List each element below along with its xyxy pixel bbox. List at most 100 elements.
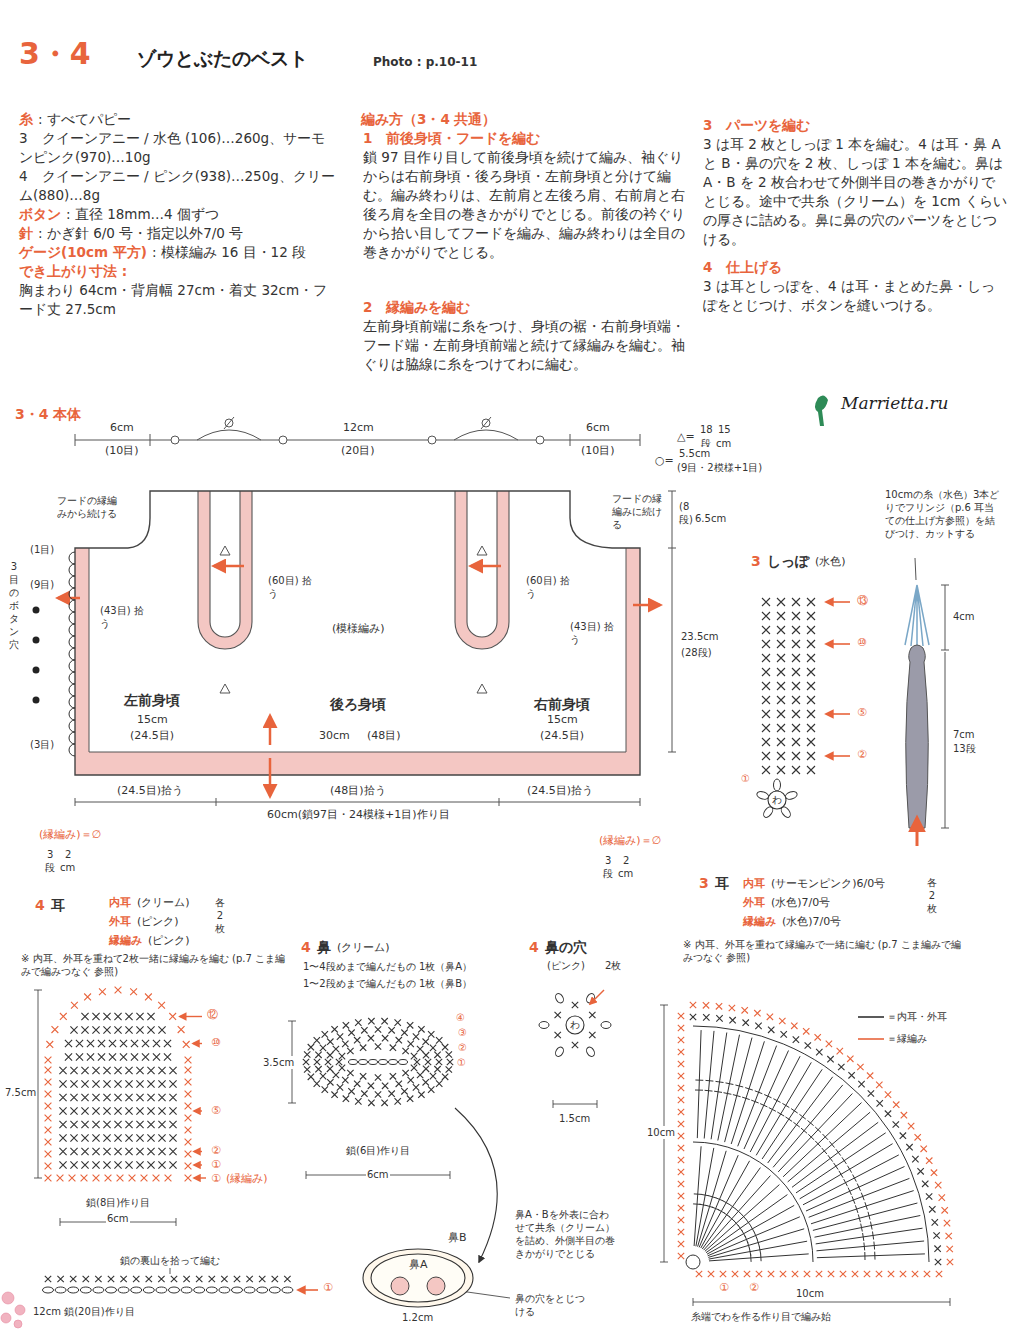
- chart-symbol: [59, 1121, 66, 1128]
- chart-symbol: [327, 1079, 333, 1085]
- chart-symbol: [716, 1198, 723, 1201]
- chart-symbol: [690, 1002, 696, 1008]
- chart-symbol: [865, 1202, 868, 1210]
- chart-symbol: [147, 1013, 154, 1020]
- chart-symbol: [572, 1002, 578, 1008]
- pattern-label: 鼻の穴: [544, 938, 588, 956]
- chart-symbol: [81, 1175, 88, 1182]
- chart-symbol: [59, 1134, 66, 1141]
- chart-symbol: [867, 1073, 873, 1079]
- chain-stitch: [585, 992, 596, 1004]
- pattern-drawing: [58, 597, 80, 600]
- pattern-label: (縁編み)＝∅: [38, 828, 102, 842]
- chart-symbol: [375, 1043, 381, 1049]
- pattern-drawing: [89, 548, 626, 752]
- chart-symbol: [339, 1053, 345, 1059]
- chart-symbol: [858, 1081, 864, 1087]
- chart-symbol: [931, 1170, 937, 1176]
- chart-symbol: [709, 1241, 807, 1259]
- chart-symbol: [169, 1161, 176, 1168]
- pattern-label: 編み方（3・4 共通）: [360, 110, 498, 129]
- chart-symbol: [70, 1148, 77, 1155]
- chart-symbol: [361, 1091, 367, 1097]
- chain-stitch: [169, 1287, 180, 1293]
- chart-symbol: [325, 1059, 331, 1065]
- pattern-label: 6cm: [109, 421, 135, 435]
- chart-symbol: [45, 1276, 51, 1282]
- chart-symbol: [757, 1239, 759, 1247]
- chart-symbol: [873, 1242, 875, 1250]
- chart-symbol: [430, 1045, 436, 1051]
- chart-symbol: [164, 1053, 171, 1060]
- chart-symbol: [125, 1094, 132, 1101]
- chart-symbol: [303, 1059, 309, 1065]
- chart-symbol: [731, 1041, 764, 1144]
- chart-symbol: [817, 1254, 925, 1258]
- chart-symbol: [735, 1209, 741, 1214]
- chart-symbol: [442, 1044, 448, 1050]
- chart-symbol: [816, 1049, 822, 1055]
- chart-symbol: [817, 1241, 925, 1251]
- chart-symbol: [114, 1094, 121, 1101]
- chart-symbol: [863, 1243, 865, 1251]
- chart-symbol: [742, 1007, 748, 1013]
- chart-symbol: [947, 1246, 953, 1252]
- pattern-label: 耳: [50, 896, 66, 914]
- chart-symbol: [136, 1107, 143, 1114]
- chart-symbol: [852, 1271, 858, 1277]
- chart-symbol: [792, 696, 800, 704]
- legend-line: [858, 1016, 884, 1018]
- chart-symbol: [746, 1219, 751, 1226]
- chart-symbol: [130, 988, 137, 995]
- chart-symbol: [284, 1276, 290, 1282]
- chart-symbol: [780, 1271, 786, 1277]
- chart-symbol: [70, 1161, 77, 1168]
- chart-symbol: [815, 1034, 821, 1040]
- node-text: 右前身頃: [534, 696, 590, 713]
- pattern-label: ※ 内耳、外耳を重ねて縁編みで一緒に編む (p.7 こま編みで編みつなぐ 参照): [682, 938, 964, 964]
- pattern-label: 3 パーツを編む: [702, 116, 811, 135]
- chain-stitch: [379, 1060, 388, 1065]
- pattern-label: 鎖 97 目作り目して前後身頃を続けて編み、袖ぐりからは右前身頃・後ろ身頃・左前…: [362, 148, 686, 262]
- chart-symbol: [855, 1205, 858, 1213]
- pattern-label: 6cm: [366, 1168, 390, 1181]
- chart-symbol: [693, 1142, 813, 1262]
- chart-symbol: [762, 710, 770, 718]
- chart-symbol: [185, 1115, 192, 1122]
- chart-symbol: [194, 1151, 202, 1152]
- node-text: 後ろ身頃: [330, 696, 386, 713]
- chart-symbol: [169, 1013, 176, 1020]
- chart-symbol: [720, 1271, 726, 1277]
- chart-symbol: [702, 1168, 760, 1249]
- chart-symbol: [792, 640, 800, 648]
- chart-symbol: [125, 1134, 132, 1141]
- nose-part-b: 鼻B鼻A: [362, 1248, 474, 1308]
- legend-text: ＝内耳・外耳: [887, 1010, 947, 1023]
- chart-symbol: [45, 1057, 52, 1064]
- top-dimension: [75, 417, 640, 446]
- chart-symbol: [320, 1073, 326, 1079]
- pattern-label: 3: [750, 552, 762, 570]
- chart-symbol: [158, 1107, 165, 1114]
- chart-symbol: [125, 1013, 132, 1020]
- chart-symbol: [322, 1031, 328, 1037]
- pattern-label: (24.5目)拾う: [526, 784, 594, 798]
- chart-symbol: [678, 1169, 684, 1175]
- chain-stitch: [244, 1287, 255, 1293]
- chart-symbol: [158, 1121, 165, 1128]
- chart-symbol: [829, 1141, 834, 1147]
- chart-symbol: [876, 1271, 882, 1277]
- pattern-label: (43目) 拾う: [569, 620, 615, 646]
- chart-symbol: [678, 1205, 684, 1211]
- chart-symbol: [423, 1039, 429, 1045]
- pattern-label: 5.5cm: [678, 447, 711, 460]
- chart-symbol: [724, 1093, 732, 1095]
- chart-symbol: [678, 1049, 684, 1055]
- pattern-label: ⑩: [210, 1036, 222, 1050]
- node-text: 左前身頃: [124, 692, 180, 709]
- chart-symbol: [777, 710, 785, 718]
- pattern-label: 鎖(8目)作り目: [85, 1196, 151, 1209]
- chart-symbol: [823, 1134, 829, 1140]
- pattern-label: (43目) 拾う: [99, 604, 145, 630]
- chart-symbol: [729, 1017, 735, 1023]
